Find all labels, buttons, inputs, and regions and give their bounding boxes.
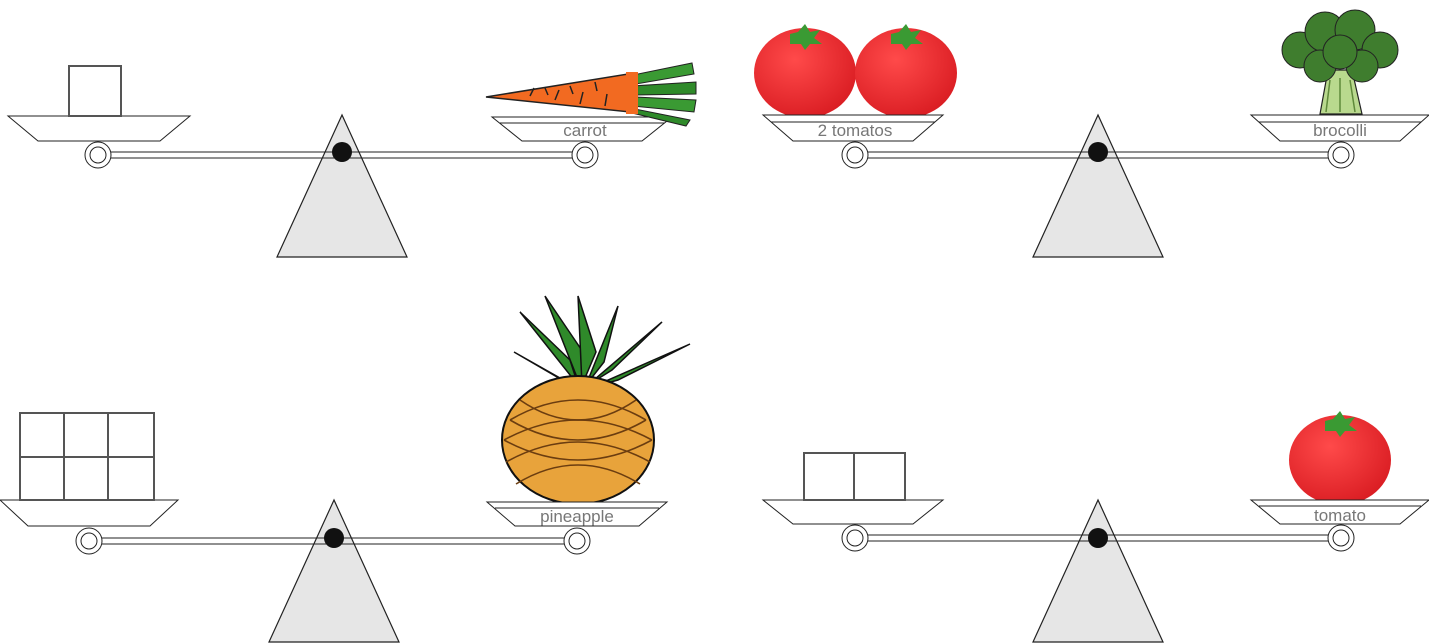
pivot-dot xyxy=(332,142,352,162)
weight-block xyxy=(20,457,64,500)
left-pan-label: 2 tomatos xyxy=(818,121,893,140)
pivot-dot xyxy=(1088,528,1108,548)
left-pan xyxy=(763,500,943,524)
right-pan-label: carrot xyxy=(563,121,607,140)
weight-block xyxy=(804,453,854,500)
left-pan xyxy=(8,116,190,141)
scale-1: carrot xyxy=(8,63,696,257)
fulcrum xyxy=(277,115,407,257)
scale-2: 2 tomatos brocolli xyxy=(754,10,1429,257)
scale-4: tomato xyxy=(763,411,1429,642)
fulcrum xyxy=(1033,500,1163,642)
weight-blocks xyxy=(20,413,154,500)
pineapple-icon xyxy=(502,296,690,504)
weight-block xyxy=(108,457,154,500)
weight-block xyxy=(69,66,121,116)
weight-blocks xyxy=(69,66,121,116)
weight-block xyxy=(854,453,905,500)
tomato-icon xyxy=(754,24,856,118)
weight-blocks xyxy=(804,453,905,500)
weight-block xyxy=(20,413,64,457)
tomato-icon xyxy=(1289,411,1391,505)
weight-block xyxy=(108,413,154,457)
right-pan-label: pineapple xyxy=(540,507,614,526)
pivot-dot xyxy=(324,528,344,548)
scale-3: pineapple xyxy=(0,296,690,642)
fulcrum xyxy=(269,500,399,642)
left-pan xyxy=(0,500,178,526)
weight-block xyxy=(64,413,108,457)
weight-block xyxy=(64,457,108,500)
right-pan-label: tomato xyxy=(1314,506,1366,525)
broccoli-icon xyxy=(1282,10,1398,114)
beam xyxy=(842,525,1354,551)
fulcrum xyxy=(1033,115,1163,257)
pivot-dot xyxy=(1088,142,1108,162)
right-pan-label: brocolli xyxy=(1313,121,1367,140)
tomato-icon xyxy=(855,24,957,118)
